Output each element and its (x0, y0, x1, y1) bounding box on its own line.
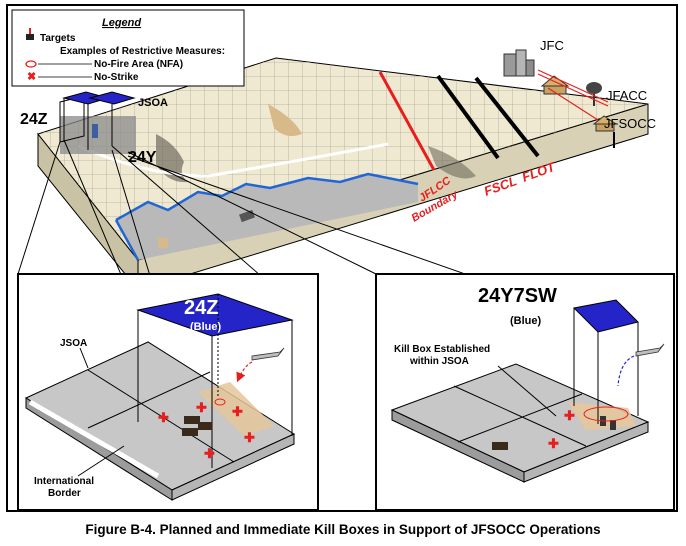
legend: Legend Targets Examples of Restrictive M… (11, 9, 245, 87)
no-strike-markers: ✚ ✚ ✚ ✚ ✚ (158, 400, 255, 461)
right-inset-kill-box-line1: Kill Box Established (394, 344, 490, 355)
jfsocc-tent-icon (592, 115, 618, 148)
nfa-marker-right (583, 406, 629, 422)
svg-text:✚: ✚ (244, 430, 255, 445)
label-24z-main: 24Z (20, 111, 48, 128)
figure-frame: 24Z JSOA 24Y JFC JFACC JFSOCC JFLCC Boun… (6, 4, 678, 512)
label-jsoa-main: JSOA (138, 97, 168, 109)
legend-title: Legend (102, 17, 141, 29)
legend-no-strike: No-Strike (94, 72, 139, 83)
nfa-icon (25, 60, 37, 68)
legend-targets: Targets (40, 33, 76, 44)
svg-text:✚: ✚ (232, 404, 243, 419)
no-strike-icon: ✖ (27, 71, 36, 83)
svg-text:✚: ✚ (204, 446, 215, 461)
jfc-building-icon (503, 49, 535, 77)
figure-caption: Figure B-4. Planned and Immediate Kill B… (85, 522, 601, 537)
svg-text:✚: ✚ (564, 408, 575, 423)
command-links (537, 69, 609, 121)
target-icon (26, 28, 34, 40)
right-inset-box-label: 24Y7SW (478, 285, 557, 307)
nfa-marker (214, 398, 226, 406)
aircraft-icon-right (635, 343, 665, 357)
kill-box-24z-main (59, 91, 136, 154)
label-jfc: JFC (540, 38, 564, 53)
jfacc-tent-icon (540, 75, 570, 95)
legend-nfa: No-Fire Area (NFA) (94, 59, 183, 70)
svg-text:✚: ✚ (548, 436, 559, 451)
fscl-line (436, 74, 500, 160)
aircraft-icon (251, 347, 285, 361)
left-inset-border-line2: Border (48, 488, 81, 499)
right-inset-kill-box-line2: within JSOA (409, 356, 469, 367)
jflcc-boundary-line (378, 71, 436, 171)
left-inset: 24Z (Blue) ✚ ✚ ✚ ✚ ✚ JSOA International … (17, 273, 319, 511)
main-terrain (37, 57, 649, 292)
label-jfsocc: JFSOCC (604, 116, 656, 131)
label-jfacc: JFACC (606, 88, 647, 103)
diagram-canvas: 24Z JSOA 24Y JFC JFACC JFSOCC JFLCC Boun… (11, 9, 675, 511)
svg-text:✚: ✚ (196, 400, 207, 415)
left-inset-border-line1: International (34, 476, 94, 487)
target-buildings (182, 416, 212, 436)
left-inset-jsoa: JSOA (60, 338, 87, 349)
left-inset-box-color: (Blue) (190, 321, 222, 333)
label-24y-main: 24Y (128, 149, 157, 166)
legend-examples: Examples of Restrictive Measures: (60, 46, 225, 57)
svg-text:✚: ✚ (158, 410, 169, 425)
right-inset-box-color: (Blue) (510, 315, 542, 327)
left-inset-box-label: 24Z (184, 297, 218, 319)
right-inset: 24Y7SW (Blue) ✚ ✚ Kill Box Established w… (375, 273, 675, 511)
flot-line (474, 76, 540, 158)
no-strike-markers-right: ✚ ✚ (548, 408, 575, 451)
